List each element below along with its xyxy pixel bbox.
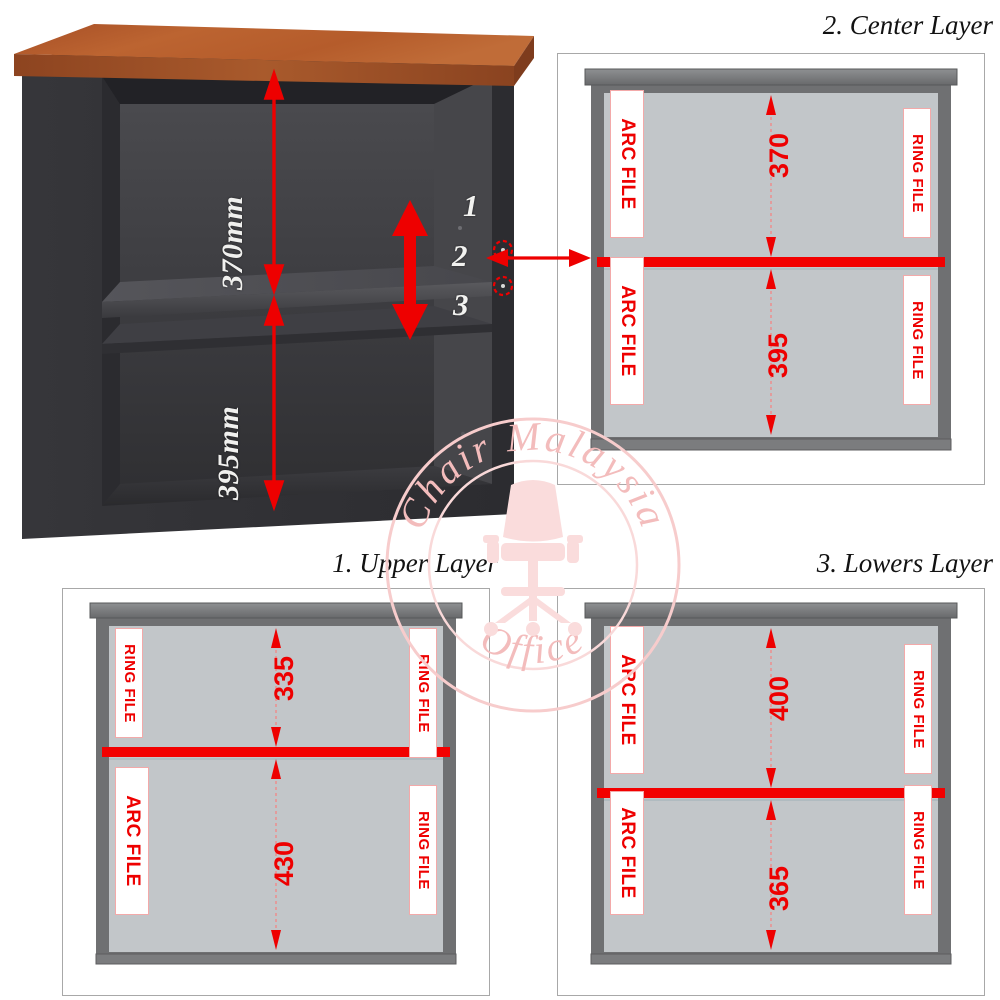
callout-marker-3: 3 [453,287,469,322]
panel-upper-dim-bottom: 430 [269,840,300,887]
panel-upper-dim-top: 335 [269,655,300,702]
file-label-ring-top-right: RING FILE [904,644,932,774]
panel-upper-border [62,588,490,996]
file-label-arc-top-left: ARC FILE [610,626,644,774]
file-label-text: ARC FILE [617,807,639,899]
panel-upper-title: 1. Upper Layer [332,548,498,578]
callout-marker-2: 2 [452,238,468,273]
file-label-ring-top-right: RING FILE [903,108,931,238]
file-label-ring-bottom-right: RING FILE [904,785,932,915]
file-label-text: RING FILE [908,133,926,213]
cabinet-photo [14,14,536,554]
file-label-ring-bottom-right: RING FILE [409,785,437,915]
file-label-ring-top-right: RING FILE [409,628,437,758]
file-label-arc-top-left: ARC FILE [610,90,644,238]
panel-center-border [557,53,985,485]
file-label-arc-bottom-left: ARC FILE [610,791,644,915]
panel-lower-title: 3. Lowers Layer [816,548,993,578]
file-label-text: ARC FILE [617,285,639,377]
panel-upper-layer: 1. Upper Layer RING FILE RING FILE [62,548,500,998]
connector-arrow [486,246,591,270]
file-label-text: RING FILE [909,810,927,890]
panel-lowers-layer: 3. Lowers Layer ARC FILE RING FILE [557,548,995,998]
file-label-ring-bottom-right: RING FILE [903,275,931,405]
panel-center-dim-bottom: 395 [763,332,794,379]
panel-center-layer: 2. Center Layer ARC F [557,8,995,488]
panel-lower-dim-top: 400 [764,675,795,722]
callout-marker-1: 1 [463,188,479,223]
file-label-text: RING FILE [414,653,432,733]
dimension-label-370mm: 370mm [216,195,249,290]
file-label-text: RING FILE [908,300,926,380]
file-label-text: ARC FILE [617,654,639,746]
panel-center-title: 2. Center Layer [822,10,993,40]
dimension-label-395mm: 395mm [212,405,245,500]
file-label-arc-bottom-left: ARC FILE [115,767,149,915]
panel-lower-dim-bottom: 365 [764,865,795,912]
file-label-text: RING FILE [414,810,432,890]
panel-center-dim-top: 370 [764,132,795,179]
file-label-arc-bottom-left: ARC FILE [610,257,644,405]
file-label-text: ARC FILE [617,118,639,210]
file-label-text: RING FILE [120,643,138,723]
file-label-ring-top-left: RING FILE [115,628,143,738]
file-label-text: RING FILE [909,669,927,749]
panel-lower-border [557,588,985,996]
file-label-text: ARC FILE [122,795,144,887]
